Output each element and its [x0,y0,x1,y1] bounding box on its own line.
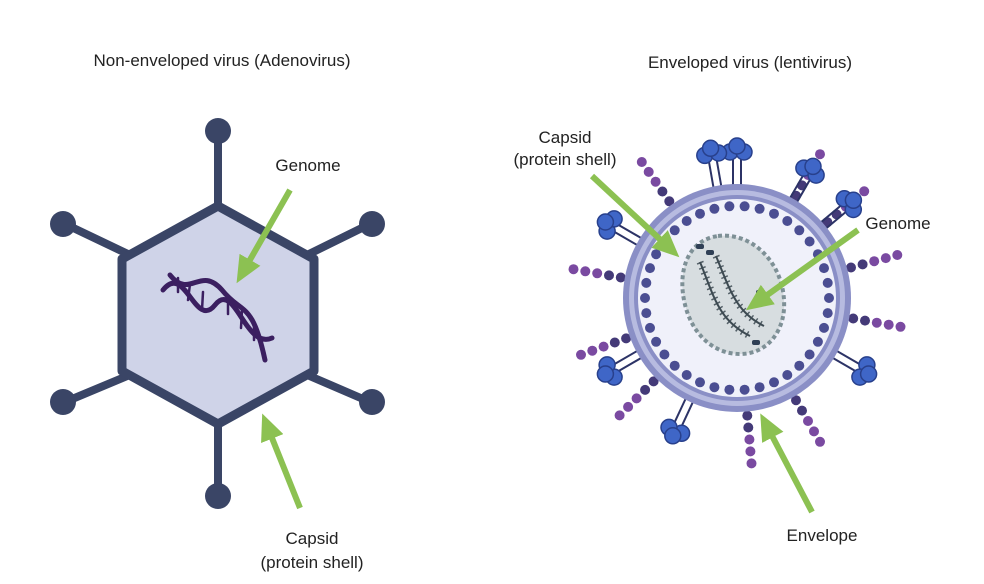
capsid-bead-ring [640,201,834,395]
bead-spike [614,376,659,421]
left-genome-label: Genome [275,156,340,175]
left-panel: Non-enveloped virus (Adenovirus) [50,51,385,572]
right-title: Enveloped virus (lentivirus) [648,53,852,72]
bead-spike [568,264,626,283]
glycoprotein-spike [660,395,696,445]
capsid-bead [754,203,765,214]
capsid-bead [651,249,662,260]
envelope-label: Envelope [787,526,858,545]
capsid-bead [804,349,815,360]
glycoprotein-spike [829,348,878,386]
capsid-bead [739,384,750,395]
rna-genome-strands [696,254,766,340]
capsid-bead [819,263,829,274]
bead-spike [848,313,906,332]
capsid-bead [739,201,750,212]
capsid-bead [641,277,652,288]
right-genome-label: Genome [865,214,930,233]
capsid-bead [640,293,650,303]
capsid-bead [782,216,793,226]
capsid-bead [659,349,670,360]
capsid-bead [669,360,680,371]
left-capsid-label-line2: (protein shell) [261,553,364,572]
capsid-bead [695,208,705,219]
adenovirus-fibers [61,129,374,498]
right-capsid-arrow [589,173,680,258]
lentivirus-genome-core [680,233,787,357]
dna-double-helix-icon [160,272,275,363]
right-panel: Enveloped virus (lentivirus) Capsid [514,53,931,545]
capsid-bead [794,360,805,371]
glycoprotein-spike [696,139,728,191]
capsid-bead [824,293,834,303]
capsid-bead [724,384,735,395]
capsid-bead [641,308,652,319]
capsid-bead [769,377,779,388]
bead-spike [846,250,903,273]
left-title: Non-enveloped virus (Adenovirus) [93,51,350,70]
capsid-bead [681,370,692,380]
glycoprotein-spike [787,157,825,206]
adenovirus-capsid-hexagon [117,201,319,429]
capsid-bead [754,382,765,393]
bead-spike [576,333,632,360]
capsid-bead [804,236,815,247]
left-capsid-label-line1: Capsid [286,529,339,548]
right-capsid-label-line1: Capsid [539,128,592,147]
glycoprotein-spike [721,137,753,188]
right-genome-arrow [745,227,860,311]
right-capsid-label-line2: (protein shell) [514,150,617,169]
capsid-bead [769,208,779,219]
capsid-bead [822,277,833,288]
capsid-bead [819,322,829,333]
capsid-bead [782,370,793,380]
glycoprotein-spike [596,348,645,386]
glycoprotein-spike [596,210,645,248]
capsid-bead [645,322,655,333]
capsid-bead [709,382,720,393]
capsid-bead [794,225,805,236]
adenovirus-fiber-knobs [50,118,385,509]
left-genome-arrow [236,188,293,284]
bead-spike [791,395,825,447]
left-capsid-arrow [261,413,303,510]
capsid-bead [695,377,705,388]
glycoprotein-spike [818,190,863,232]
capsid-bead [669,225,680,236]
bead-spike [636,157,675,207]
envelope-arrow [760,413,815,514]
capsid-bead [681,216,692,226]
bead-spike [742,410,757,469]
capsid-bead [709,203,720,214]
capsid-bead [651,336,662,347]
capsid-bead [822,308,833,319]
capsid-bead [724,201,735,212]
capsid-bead [812,336,823,347]
capsid-bead [645,263,655,274]
envelope-spikes [568,137,906,469]
